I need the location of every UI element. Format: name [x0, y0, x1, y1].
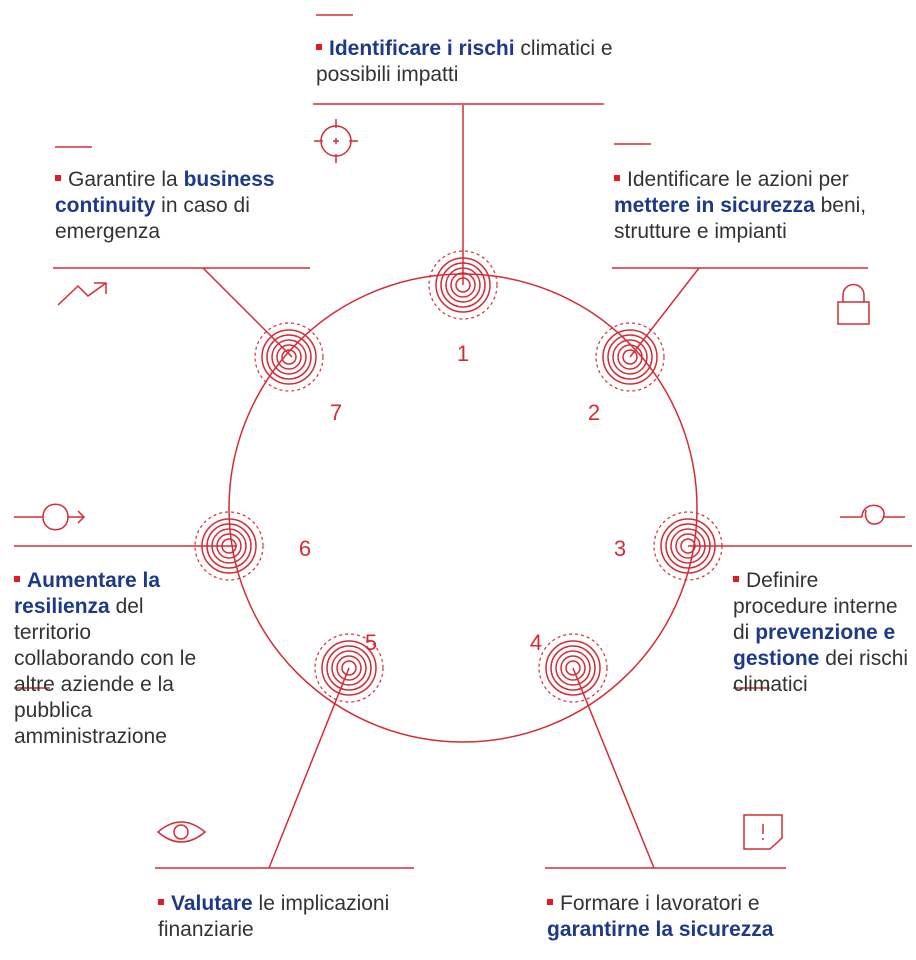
bullet-dot — [733, 576, 739, 583]
connector-6 — [14, 545, 237, 689]
step-number-6: 6 — [299, 536, 311, 561]
step-text-4: Formare i lavoratori e garantirne la sic… — [547, 891, 797, 943]
step-1-bold: Identificare i rischi — [329, 37, 515, 60]
step-text-1: Identificare i rischi climatici e possib… — [316, 36, 626, 88]
bullet-dot — [547, 899, 553, 906]
step-text-5: Valutare le implicazioni finanziarie — [158, 891, 418, 943]
connector-1 — [313, 14, 604, 285]
node-7 — [254, 322, 324, 392]
step-text-3: Definire procedure interne di prevenzion… — [733, 568, 913, 698]
step-3-pre: Definire procedure interne di — [733, 569, 898, 644]
step-3-bold: prevenzione e gestione — [733, 621, 896, 670]
node-5 — [314, 633, 384, 703]
step-5-rest: le implicazioni finanziarie — [158, 892, 390, 941]
step-number-4: 4 — [530, 630, 542, 655]
eye-icon — [156, 821, 207, 843]
step-text-2: Identificare le azioni per mettere in si… — [614, 167, 914, 245]
bullet-dot — [614, 175, 620, 182]
step-4-bold: garantirne la sicurezza — [547, 918, 774, 941]
step-number-5: 5 — [365, 630, 377, 655]
node-2 — [595, 322, 665, 392]
node-1 — [428, 250, 498, 320]
step-7-bold: business continuity — [55, 168, 275, 217]
connector-4 — [545, 667, 786, 869]
step-7-pre: Garantire la — [68, 168, 184, 191]
step-text-6: Aumentare la resilienza del territorio c… — [14, 568, 199, 750]
loop-icon — [840, 504, 905, 525]
bullet-dot — [158, 899, 164, 906]
step-number-1: 1 — [457, 341, 469, 366]
step-number-7: 7 — [330, 400, 342, 425]
step-2-bold: mettere in sicurezza — [614, 194, 815, 217]
step-5-bold: Valutare — [171, 892, 253, 915]
bullet-dot — [14, 576, 20, 583]
bullet-dot — [316, 44, 322, 51]
step-7-rest: in caso di emergenza — [55, 194, 250, 243]
bullet-dot — [55, 175, 61, 182]
connector-7 — [53, 146, 310, 358]
arrow-loop-icon — [14, 503, 86, 531]
step-number-2: 2 — [588, 400, 600, 425]
step-2-pre: Identificare le azioni per — [627, 168, 849, 191]
connector-2 — [612, 143, 868, 358]
node-3 — [653, 511, 723, 581]
crosshair-icon — [314, 119, 358, 163]
node-4 — [538, 633, 608, 703]
lock-icon — [837, 283, 870, 325]
step-2-rest: beni, strutture e impianti — [614, 194, 867, 243]
step-text-7: Garantire la business continuity in caso… — [55, 167, 300, 245]
step-1-rest: climatici e possibili impatti — [316, 37, 613, 86]
trend-up-icon — [57, 282, 107, 306]
step-6-bold: Aumentare la resilienza — [14, 569, 161, 618]
step-4-pre: Formare i lavoratori e — [560, 892, 760, 915]
step-3-rest: dei rischi climatici — [733, 647, 909, 696]
connector-5 — [155, 667, 414, 869]
node-6 — [194, 511, 264, 581]
connector-3 — [688, 545, 912, 689]
step-6-rest: del territorio collaborando con le altre… — [14, 595, 197, 748]
warning-shield-icon — [743, 814, 783, 850]
step-number-3: 3 — [614, 536, 626, 561]
